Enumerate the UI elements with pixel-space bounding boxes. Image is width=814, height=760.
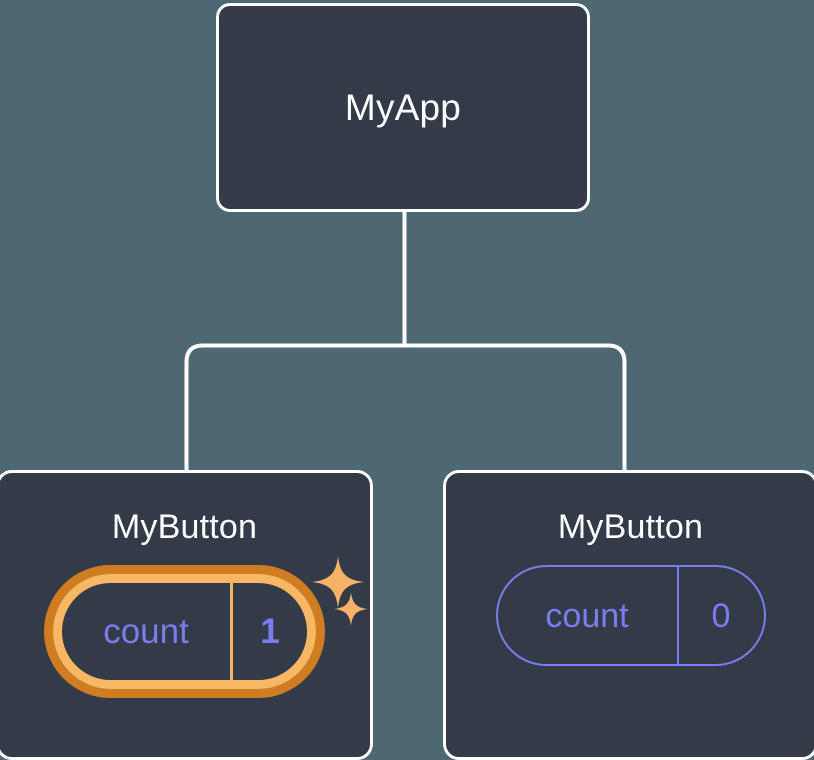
node-mybutton-right-label: MyButton — [557, 508, 704, 546]
state-value-left: 1 — [260, 612, 280, 651]
node-mybutton-left-label: MyButton — [111, 508, 258, 546]
state-pill-plain[interactable]: count 0 — [495, 565, 766, 666]
connector-branch — [184, 343, 627, 470]
state-pill-highlighted[interactable]: count 1 — [44, 565, 325, 698]
state-key-left: count — [62, 583, 233, 680]
state-pill-highlighted-inner: count 1 — [53, 574, 316, 689]
component-tree-diagram: MyApp MyButton count 1 MyButton count 0 — [0, 3, 814, 760]
node-myapp[interactable]: MyApp — [216, 3, 590, 212]
state-key-right: count — [498, 567, 679, 664]
state-pill-wrapper-right: count 0 — [495, 565, 766, 666]
node-myapp-label: MyApp — [344, 87, 462, 128]
state-pill-wrapper-left: count 1 — [44, 565, 325, 698]
state-value-right: 0 — [711, 596, 731, 635]
node-mybutton-right[interactable]: MyButton count 0 — [443, 470, 814, 760]
node-mybutton-left[interactable]: MyButton count 1 — [0, 470, 373, 760]
